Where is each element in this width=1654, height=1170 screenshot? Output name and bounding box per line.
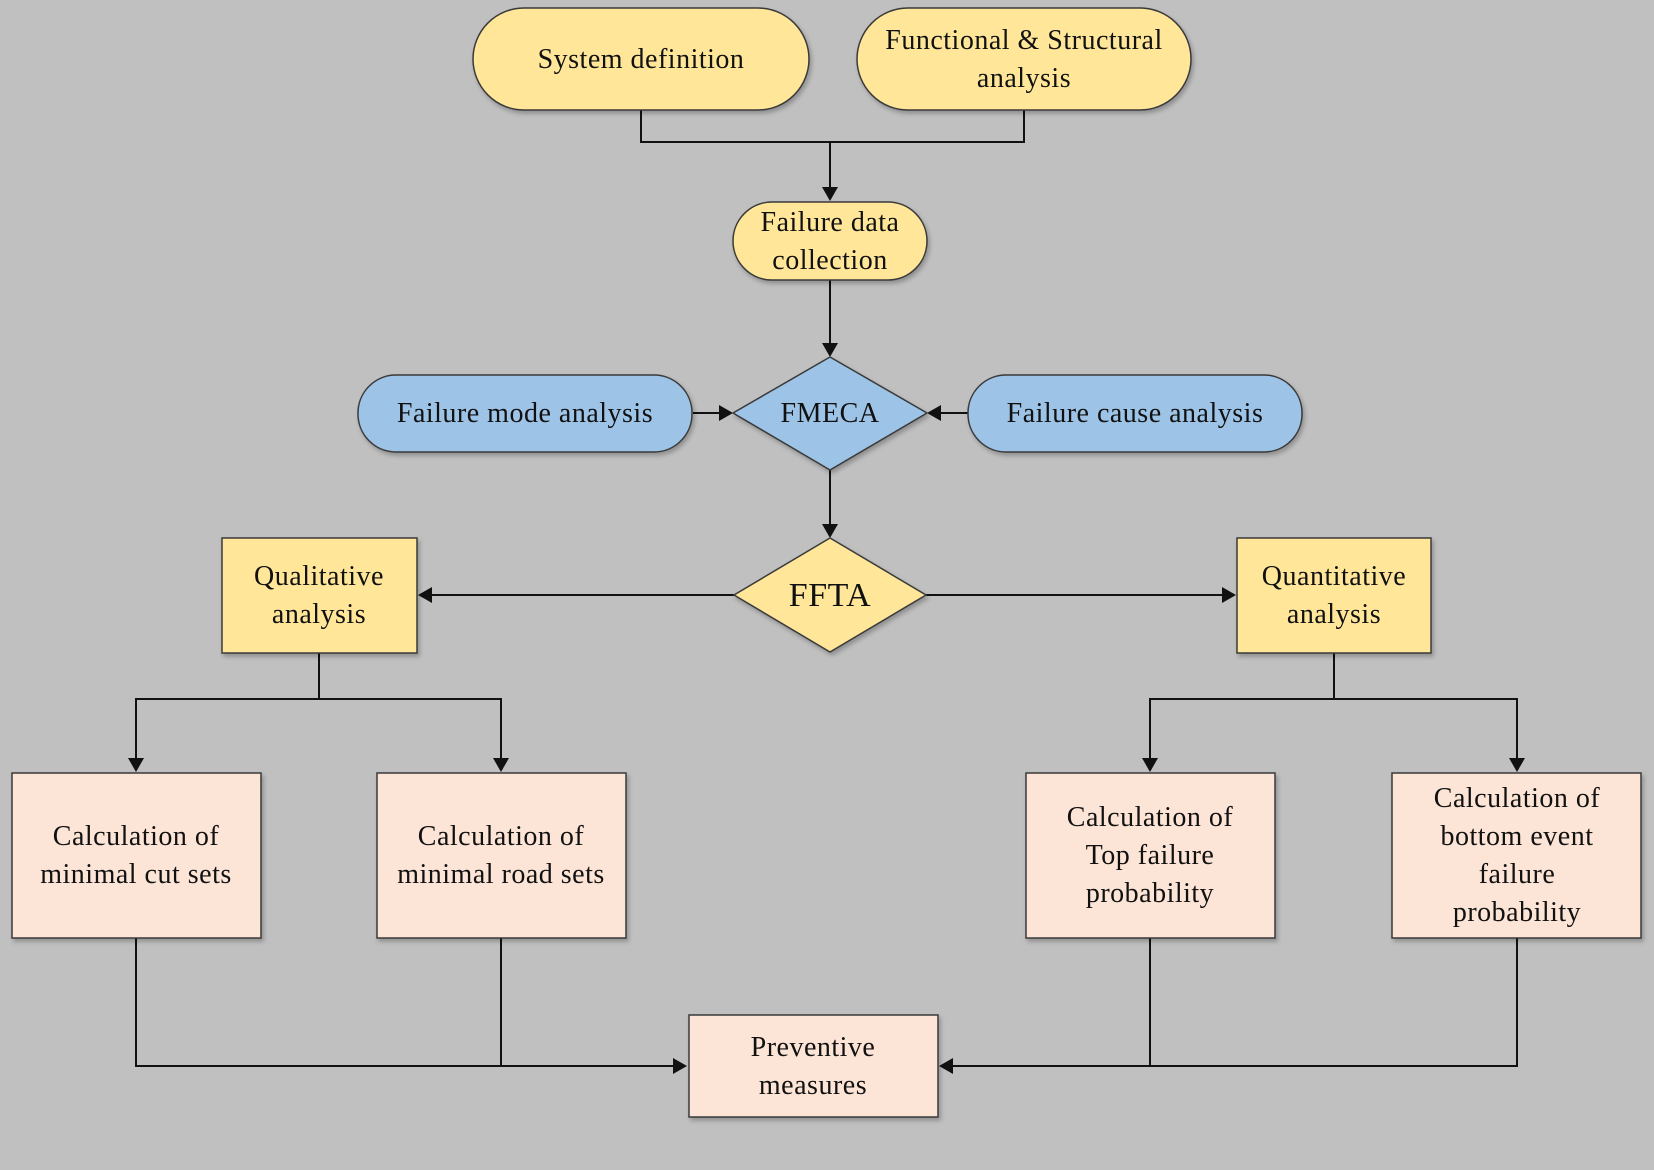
connector-quantitative-split (1149, 653, 1335, 758)
quantitative-label: Quantitative analysis (1262, 561, 1406, 630)
arrowhead-fmeca-top (822, 343, 838, 357)
system-definition-terminator (472, 7, 810, 111)
node-fmeca: FMECA (731, 356, 929, 471)
arrowhead-ffta-top (822, 524, 838, 538)
arrowhead-preventive-left (673, 1058, 687, 1074)
label-line: Failure data (761, 207, 900, 238)
failure-cause-label: Failure cause analysis (1007, 398, 1264, 429)
label-line: minimal cut sets (40, 859, 232, 890)
label-line: analysis (1287, 599, 1381, 630)
node-ffta: FFTA (732, 537, 928, 653)
label-line: Functional & Structural (885, 25, 1162, 56)
label-line: FFTA (789, 577, 871, 614)
node-bottom-event-probability: Calculation of bottom event failure probabi… (1391, 772, 1642, 939)
node-failure-cause-analysis: Failure cause analysis (967, 374, 1303, 453)
arrowhead-fmeca-right (927, 405, 941, 421)
qualitative-process-box (221, 537, 418, 654)
label-line: Calculation of (418, 821, 585, 852)
label-line: FMECA (781, 398, 880, 429)
connector-qualitative-split-right (319, 698, 502, 758)
label-line: collection (772, 245, 887, 276)
label-line: Calculation of (1434, 783, 1601, 814)
label-line: probability (1086, 878, 1214, 909)
top-failure-process-box (1025, 772, 1276, 939)
connector-system-to-merge (640, 110, 830, 143)
system-definition-label: System definition (538, 44, 745, 75)
label-line: System definition (538, 44, 745, 75)
preventive-process-box (688, 1014, 939, 1118)
arrowhead-failure-data (822, 187, 838, 201)
min-road-sets-label: Calculation of minimal road sets (397, 821, 605, 890)
label-line: Calculation of (53, 821, 220, 852)
preventive-label: Preventive measures (751, 1032, 876, 1101)
fmeca-decision-diamond (731, 356, 929, 471)
ffta-decision-diamond (732, 537, 928, 653)
failure-mode-label: Failure mode analysis (397, 398, 653, 429)
label-line: measures (759, 1070, 867, 1101)
connector-qualitative-split (135, 653, 320, 758)
arrowhead-bottom-event (1509, 758, 1525, 772)
connector-bottom-event-to-preventive (953, 938, 1518, 1067)
arrowhead-min-cut-sets (128, 758, 144, 772)
label-line: failure (1479, 859, 1556, 890)
fmeca-label: FMECA (781, 398, 880, 429)
qualitative-label: Qualitative analysis (254, 561, 384, 630)
node-system-definition: System definition (472, 7, 810, 111)
label-line: analysis (272, 599, 366, 630)
node-preventive-measures: Preventive measures (688, 1014, 939, 1118)
min-road-sets-process-box (376, 772, 627, 939)
node-min-road-sets: Calculation of minimal road sets (376, 772, 627, 939)
connector-min-cut-to-preventive (135, 938, 673, 1067)
arrowhead-top-failure (1142, 758, 1158, 772)
connector-quantitative-split-right (1334, 698, 1518, 758)
node-min-cut-sets: Calculation of minimal cut sets (11, 772, 262, 939)
quantitative-process-box (1236, 537, 1432, 654)
failure-data-label: Failure data collection (761, 207, 900, 276)
bottom-event-process-box (1391, 772, 1642, 939)
arrowhead-fmeca-left (719, 405, 733, 421)
node-failure-data-collection: Failure data collection (732, 201, 928, 281)
label-line: Preventive (751, 1032, 876, 1063)
arrowhead-min-road-sets (493, 758, 509, 772)
node-top-failure-probability: Calculation of Top failure probability (1025, 772, 1276, 939)
min-cut-sets-process-box (11, 772, 262, 939)
connector-functional-to-merge (830, 110, 1025, 143)
arrowhead-qualitative (418, 587, 432, 603)
functional-structural-label: Functional & Structural analysis (885, 25, 1162, 94)
ffta-label: FFTA (789, 577, 871, 614)
node-qualitative-analysis: Qualitative analysis (221, 537, 418, 654)
label-line: Top failure (1086, 840, 1215, 871)
label-line: probability (1453, 897, 1581, 928)
label-line: Failure mode analysis (397, 398, 653, 429)
node-failure-mode-analysis: Failure mode analysis (357, 374, 693, 453)
label-line: Calculation of (1067, 802, 1234, 833)
label-line: Qualitative (254, 561, 384, 592)
bottom-event-label: Calculation of bottom event failure probabi… (1434, 783, 1601, 928)
label-line: minimal road sets (397, 859, 605, 890)
node-functional-structural-analysis: Functional & Structural analysis (856, 7, 1192, 111)
failure-data-terminator (732, 201, 928, 281)
connectors (128, 110, 1525, 1074)
node-quantitative-analysis: Quantitative analysis (1236, 537, 1432, 654)
failure-mode-terminator (357, 374, 693, 453)
failure-cause-terminator (967, 374, 1303, 453)
label-line: Quantitative (1262, 561, 1406, 592)
label-line: Failure cause analysis (1007, 398, 1264, 429)
arrowhead-preventive-right (939, 1058, 953, 1074)
top-failure-label: Calculation of Top failure probability (1067, 802, 1234, 909)
functional-structural-terminator (856, 7, 1192, 111)
label-line: bottom event (1441, 821, 1594, 852)
min-cut-sets-label: Calculation of minimal cut sets (40, 821, 232, 890)
label-line: analysis (977, 63, 1071, 94)
arrowhead-quantitative (1222, 587, 1236, 603)
